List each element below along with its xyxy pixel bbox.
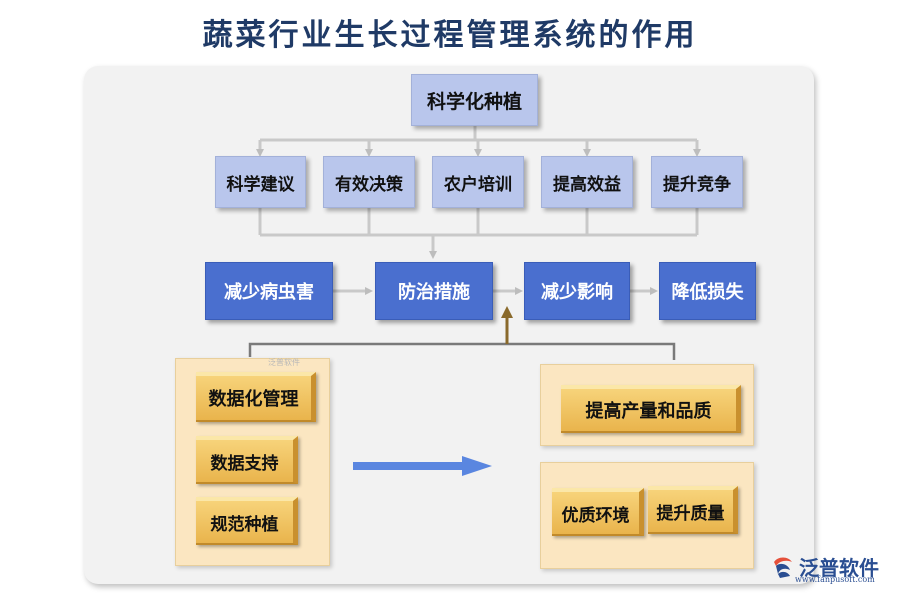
node-scientific-planting: 科学化种植 bbox=[411, 74, 538, 126]
node-benefit-3: 农户培训 bbox=[432, 156, 524, 208]
node-benefit-5: 提升竞争 bbox=[651, 156, 743, 208]
node-data-support: 数据支持 bbox=[196, 436, 298, 484]
node-flow-4: 降低损失 bbox=[659, 262, 756, 320]
node-standard-planting: 规范种植 bbox=[196, 497, 298, 545]
node-flow-3: 减少影响 bbox=[524, 262, 630, 320]
node-flow-2: 防治措施 bbox=[375, 262, 493, 320]
node-quality-environment: 优质环境 bbox=[552, 488, 644, 536]
node-yield-quality: 提高产量和品质 bbox=[561, 385, 741, 433]
brand-mark-icon bbox=[774, 557, 792, 578]
brand-url: www.fanpusoft.com bbox=[795, 575, 875, 584]
page-title: 蔬菜行业生长过程管理系统的作用 bbox=[202, 18, 698, 53]
brand-logo: 泛普软件 bbox=[770, 552, 879, 581]
node-benefit-2: 有效决策 bbox=[323, 156, 415, 208]
node-digital-management: 数据化管理 bbox=[196, 372, 316, 422]
watermark: 泛普软件 bbox=[268, 358, 300, 367]
node-benefit-4: 提高效益 bbox=[541, 156, 633, 208]
brand-name: 泛普软件 bbox=[799, 556, 879, 580]
node-quality-improvement: 提升质量 bbox=[648, 486, 738, 534]
node-flow-1: 减少病虫害 bbox=[205, 262, 333, 320]
node-benefit-1: 科学建议 bbox=[215, 156, 306, 208]
